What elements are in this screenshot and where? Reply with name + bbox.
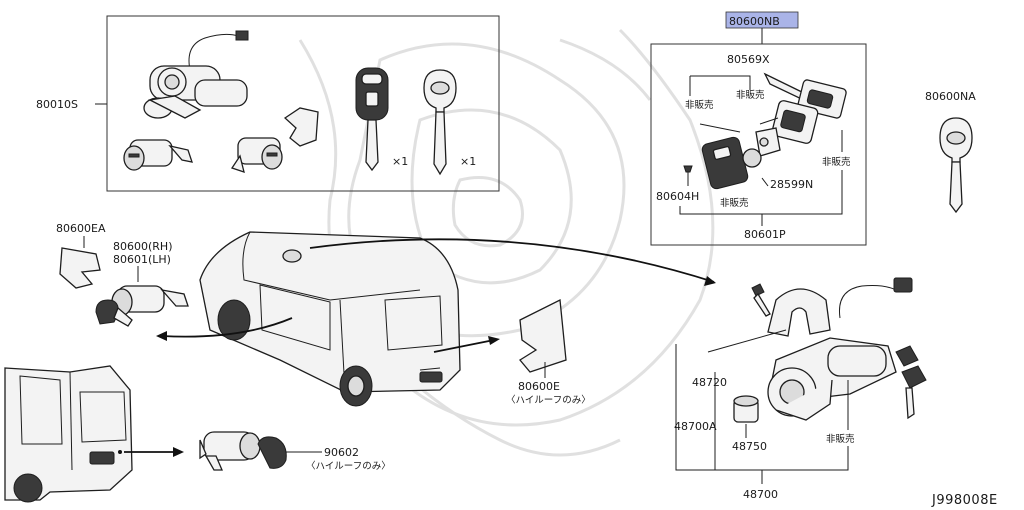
- door-cylinder: [95, 285, 189, 327]
- label-48720: 48720: [692, 376, 727, 389]
- label-48700: 48700: [743, 488, 778, 501]
- key-qty-label-1: ×1: [392, 155, 408, 168]
- cylinder-48750: [733, 395, 759, 423]
- arrow-van-to-cylinder: [161, 317, 293, 338]
- label-90602: 90602: [324, 446, 359, 459]
- label-hanbai-4: 非販売: [720, 197, 749, 209]
- ignition-bracket: [767, 288, 831, 337]
- label-80600-rh: 80600(RH): [113, 240, 173, 253]
- arrow-van-to-ignition: [309, 238, 715, 283]
- arrow-van-to-clip: [433, 339, 495, 353]
- label-28599n: 28599N: [770, 178, 813, 191]
- kit-plain-key: ×1: [423, 69, 476, 176]
- diagram-code: J998008E: [931, 493, 998, 508]
- label-hanbai-3: 非販売: [822, 156, 851, 168]
- nb-key-blade: [763, 72, 847, 144]
- ignition-bolt: [751, 283, 771, 317]
- kit-door-cylinder-right: [230, 137, 283, 173]
- label-80600nb: 80600NB: [729, 15, 780, 28]
- label-48700a: 48700A: [674, 420, 717, 433]
- nb-remote-body: [701, 127, 781, 190]
- label-80601p: 80601P: [744, 228, 786, 241]
- ignition-assembly: 48720 48700A 48750 非販売 48700: [674, 277, 927, 501]
- label-hanbai-5: 非販売: [826, 433, 855, 445]
- clip-80600e: 80600E 〈ハイルーフのみ〉: [506, 298, 591, 406]
- label-hanbai-2: 非販売: [736, 89, 765, 101]
- kit-80600nb: 80600NB 80569X 非販売 非販売 2: [650, 11, 867, 246]
- label-80601-lh: 80601(LH): [113, 253, 171, 266]
- key-80600na: 80600NA: [925, 90, 976, 214]
- door-cylinder-group: 80600EA 80600(RH) 80601(LH): [56, 222, 189, 327]
- van-bottom: [4, 365, 133, 503]
- label-80604h: 80604H: [656, 190, 699, 203]
- label-highroof-1: 〈ハイルーフのみ〉: [506, 395, 591, 406]
- label-hanbai-1: 非販売: [685, 99, 714, 111]
- ignition-keys: [895, 345, 927, 420]
- kit-door-cylinder-left: [123, 139, 193, 171]
- kit-80010s: 80010S: [36, 15, 500, 192]
- label-80600e: 80600E: [518, 380, 560, 393]
- nb-battery: [742, 148, 762, 168]
- ignition-lock-body: [767, 337, 897, 421]
- label-80569x: 80569X: [727, 53, 770, 66]
- clip-80600ea: [59, 247, 101, 289]
- arrows: [124, 238, 716, 457]
- label-48750: 48750: [732, 440, 767, 453]
- kit-clip: [283, 107, 319, 147]
- key-qty-label-2: ×1: [460, 155, 476, 168]
- van-top: [199, 231, 461, 407]
- cylinder-90602: 90602 〈ハイルーフのみ〉: [199, 431, 391, 472]
- label-80600na: 80600NA: [925, 90, 976, 103]
- kit-remote-key: ×1: [355, 67, 408, 172]
- label-80010s: 80010S: [36, 98, 78, 111]
- kit-ignition-assembly: [143, 30, 249, 119]
- label-highroof-2: 〈ハイルーフのみ〉: [306, 461, 391, 472]
- label-80600ea: 80600EA: [56, 222, 106, 235]
- nb-screw: [683, 165, 693, 186]
